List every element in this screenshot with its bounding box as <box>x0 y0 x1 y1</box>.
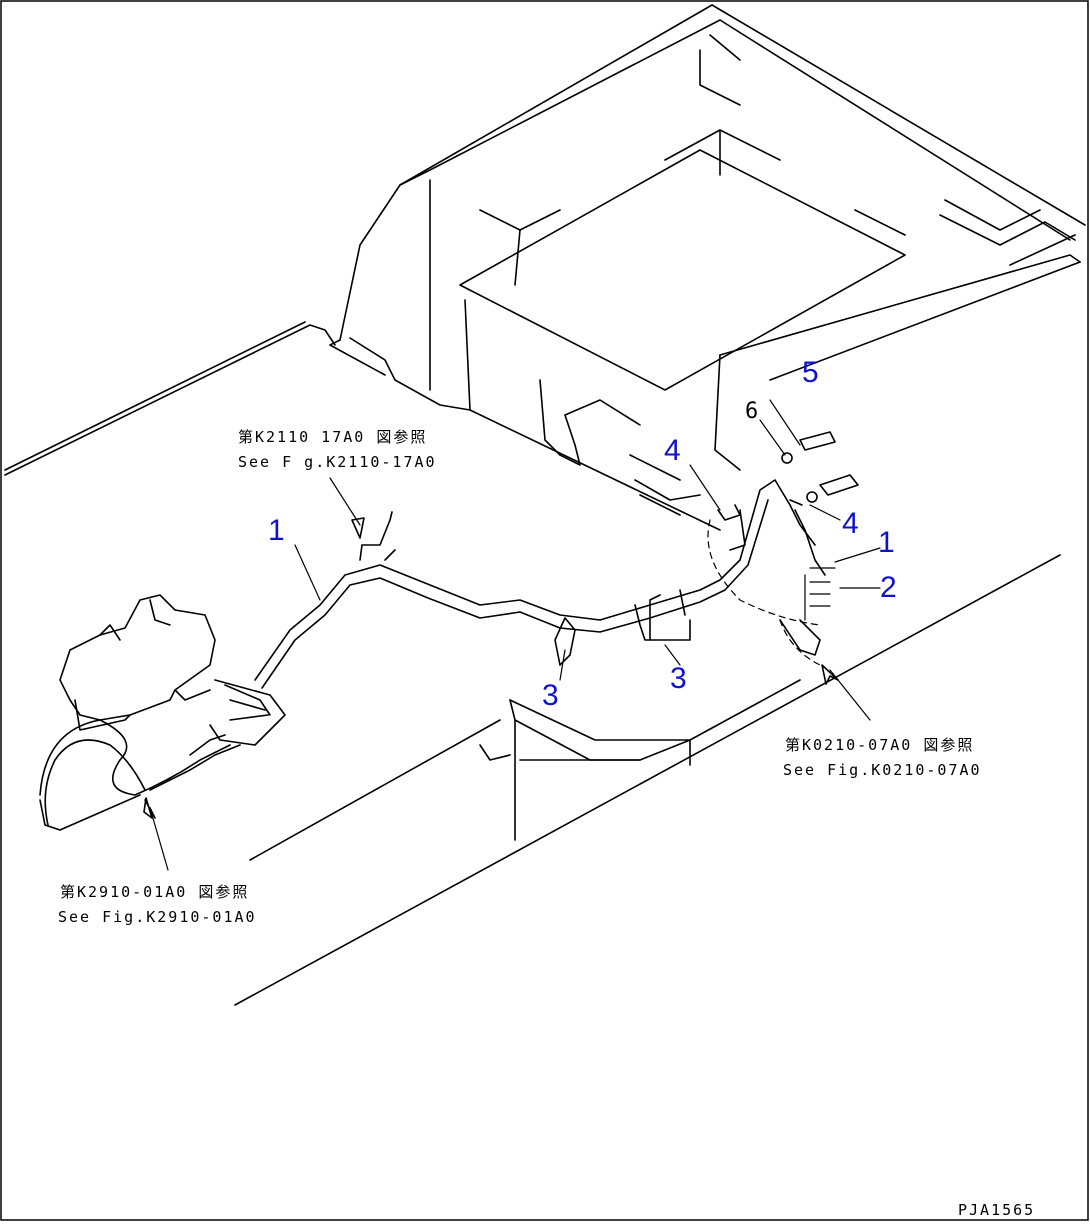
ref-left-jp: 第K2910-01A0 図参照 <box>60 883 249 901</box>
callout-2: 2 <box>880 571 897 604</box>
leader-lines <box>143 399 881 871</box>
ref-top-en: See F g.K2110-17A0 <box>238 453 437 471</box>
callout-4-left: 4 <box>664 434 681 467</box>
callout-labels: 1 1 2 3 3 4 4 5 6 <box>268 356 897 712</box>
controller-unit <box>39 594 286 831</box>
drawing-code: PJA1565 <box>958 1201 1035 1219</box>
callout-3-left: 3 <box>542 679 559 712</box>
callout-4-right: 4 <box>842 507 859 540</box>
callout-5: 5 <box>802 356 819 389</box>
callout-1-left: 1 <box>268 514 285 547</box>
ref-right-en: See Fig.K0210-07A0 <box>783 761 982 779</box>
cab-outline <box>4 4 1086 1006</box>
callout-6: 6 <box>745 399 758 424</box>
ref-left-en: See Fig.K2910-01A0 <box>58 908 257 926</box>
wiring-harness <box>254 431 859 689</box>
ref-top-jp: 第K2110 17A0 図参照 <box>238 428 427 446</box>
callout-3-right: 3 <box>670 662 687 695</box>
callout-1-right: 1 <box>878 526 895 559</box>
reference-notes: 第K2110 17A0 図参照 See F g.K2110-17A0 第K021… <box>58 428 1035 1219</box>
ref-right-jp: 第K0210-07A0 図参照 <box>785 736 974 754</box>
